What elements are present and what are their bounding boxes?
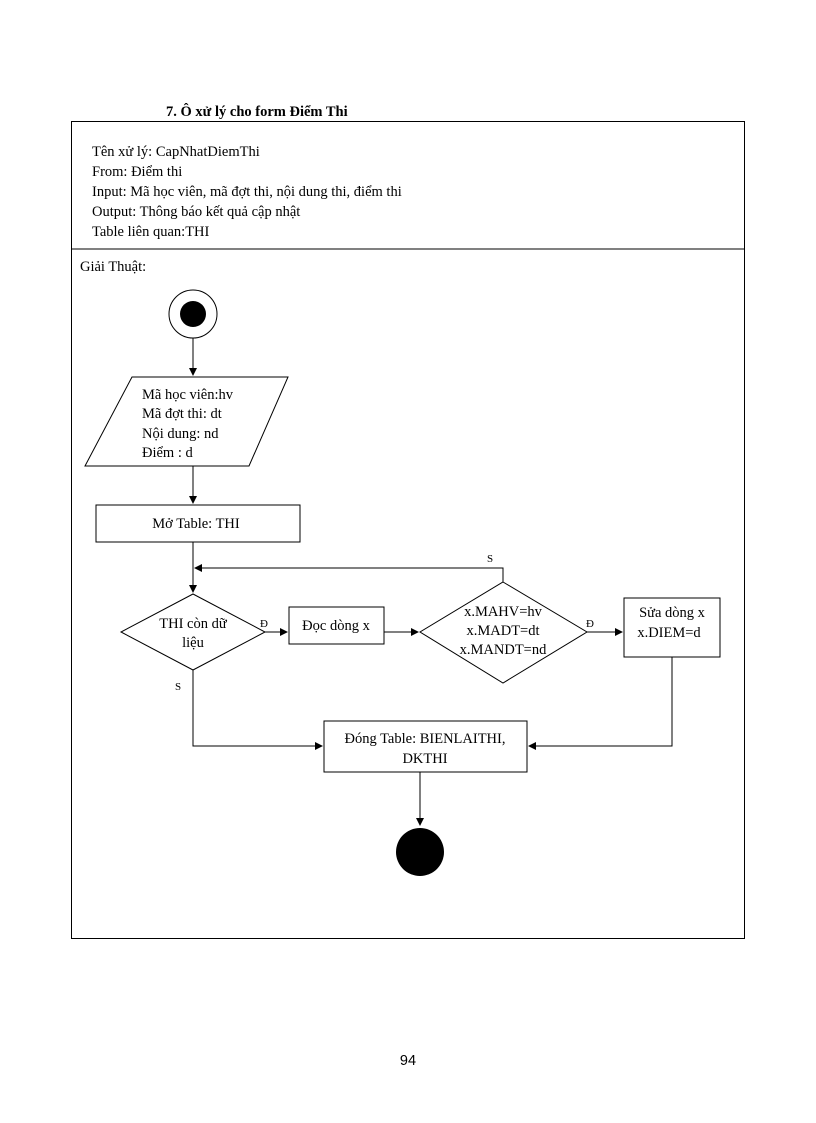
input-line-1: Mã học viên:hv bbox=[142, 387, 234, 403]
match-true-label: Đ bbox=[586, 618, 594, 630]
page-number: 94 bbox=[399, 1053, 417, 1069]
update-row-node bbox=[623, 597, 721, 658]
process-form: From: Điểm thi bbox=[92, 164, 183, 180]
close-table-line-2: DKTHI bbox=[402, 751, 447, 767]
match-condition-line-1: x.MAHV=hv bbox=[464, 604, 543, 620]
process-table bbox=[71, 121, 745, 939]
edge-update-close bbox=[528, 657, 673, 750]
input-line-3: Nội dung: nd bbox=[142, 426, 219, 442]
loop-true-label: Đ bbox=[260, 618, 268, 630]
loop-condition-line-1: THI còn dữ bbox=[159, 616, 228, 632]
process-tables: Table liên quan:THI bbox=[92, 224, 210, 240]
match-false-label: S bbox=[487, 553, 493, 565]
end-node bbox=[396, 828, 444, 876]
start-node bbox=[180, 301, 206, 327]
read-row-label: Đọc dòng x bbox=[302, 618, 370, 634]
loop-condition-line-2: liệu bbox=[182, 635, 204, 651]
match-decision-node bbox=[419, 581, 588, 684]
section-title: 7. Ô xử lý cho form Điểm Thi bbox=[166, 104, 348, 120]
close-table-line-1: Đóng Table: BIENLAITHI, bbox=[344, 731, 505, 747]
input-line-4: Điểm : d bbox=[142, 445, 193, 461]
loop-false-label: S bbox=[175, 681, 181, 693]
edge-loop-close bbox=[192, 670, 323, 750]
match-condition-line-3: x.MANDT=nd bbox=[460, 642, 547, 658]
process-output: Output: Thông báo kết quả cập nhật bbox=[92, 204, 301, 220]
match-condition-line-2: x.MADT=dt bbox=[466, 623, 539, 639]
input-line-2: Mã đợt thi: dt bbox=[142, 406, 222, 422]
update-row-line-1: Sửa dòng x bbox=[639, 605, 706, 621]
process-input: Input: Mã học viên, mã đợt thi, nội dung… bbox=[92, 184, 402, 200]
process-name: Tên xử lý: CapNhatDiemThi bbox=[92, 144, 260, 160]
edge-match-loopback bbox=[194, 564, 504, 582]
loop-decision-node bbox=[119, 593, 267, 671]
algorithm-label: Giải Thuật: bbox=[80, 259, 147, 275]
open-table-label: Mở Table: THI bbox=[152, 516, 240, 532]
update-row-line-2: x.DIEM=d bbox=[637, 625, 701, 641]
open-table-node bbox=[95, 504, 301, 543]
process-info: Tên xử lý: CapNhatDiemThi From: Điểm thi… bbox=[92, 142, 402, 242]
input-node bbox=[84, 376, 289, 467]
read-row-node bbox=[288, 606, 385, 645]
close-table-node bbox=[323, 720, 528, 773]
